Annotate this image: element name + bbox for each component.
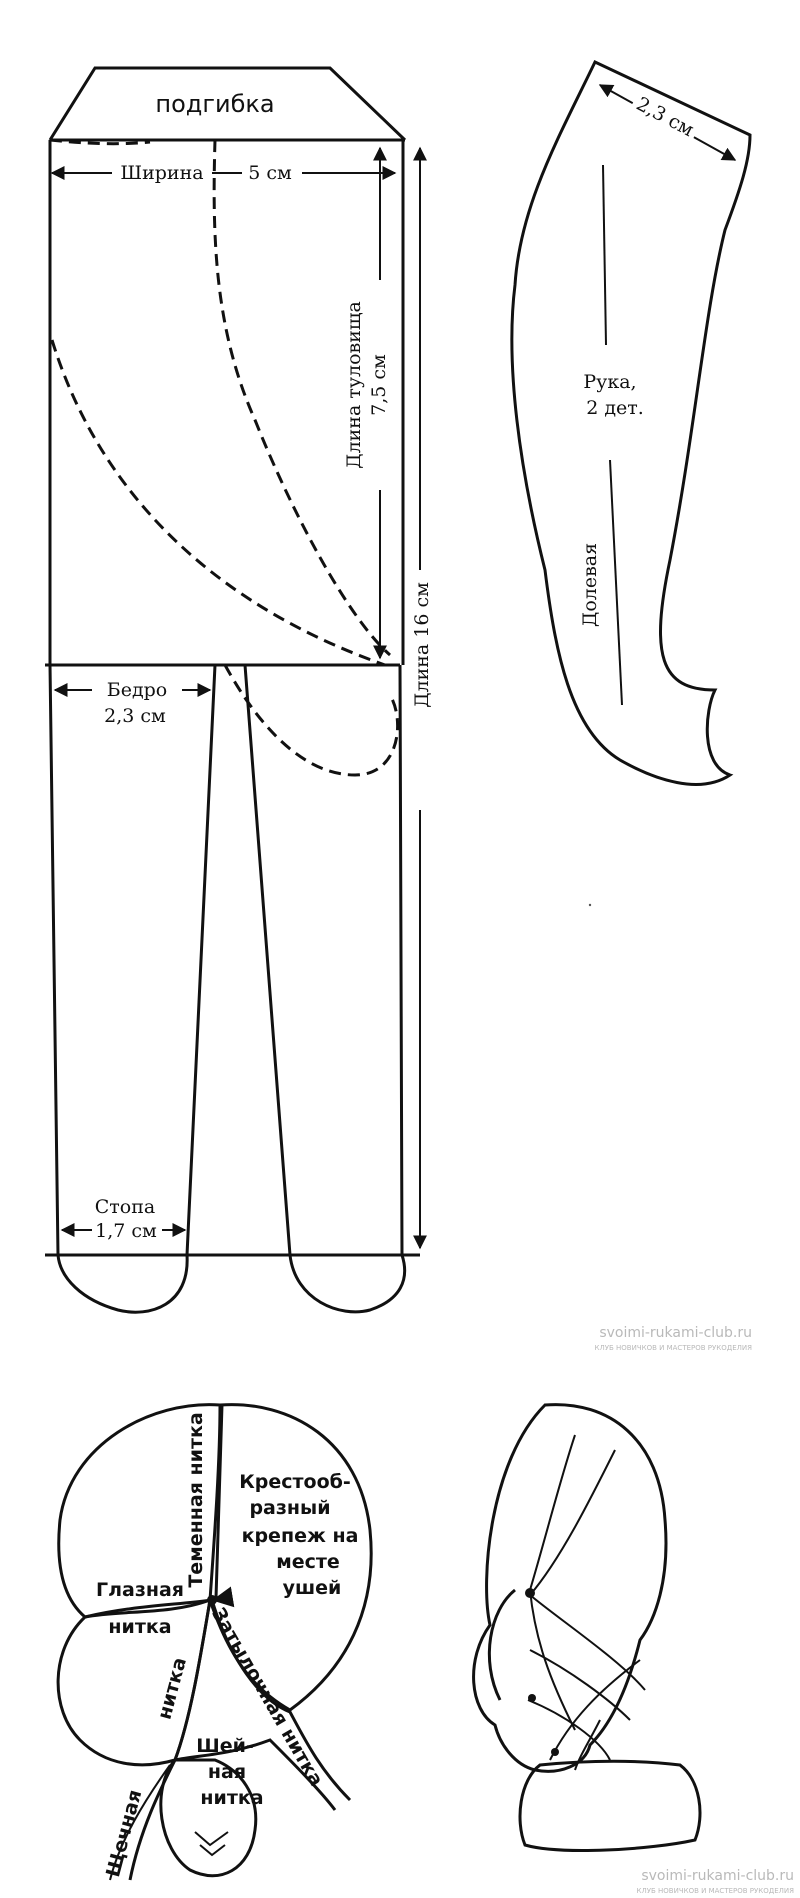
- watermark-tagline-bottom: КЛУБ НОВИЧКОВ И МАСТЕРОВ РУКОДЕЛИЯ: [637, 1887, 795, 1895]
- fold-label: подгибка: [155, 90, 274, 118]
- cross-fastener-label-3: крепеж на: [242, 1525, 359, 1547]
- neck-thread-label-3: нитка: [200, 1787, 263, 1809]
- right-leg: [243, 664, 407, 1314]
- dashed-back-curve: [50, 339, 386, 667]
- arm-pattern: 2,3 см Рука, 2 дет. Долевая: [510, 60, 752, 907]
- arm-outline: [510, 60, 752, 786]
- watermark-top: svoimi-rukami-club.ru КЛУБ НОВИЧКОВ И МА…: [595, 1325, 753, 1352]
- cross-fastener-label-1: Крестооб-: [239, 1471, 351, 1493]
- dashed-top-left: [49, 138, 151, 146]
- torso-length-label: Длина туловища: [343, 301, 365, 469]
- watermark-tagline: КЛУБ НОВИЧКОВ И МАСТЕРОВ РУКОДЕЛИЯ: [595, 1344, 753, 1352]
- cheek-thread-label: Щечная: [102, 1787, 146, 1879]
- head-thread-diagram: Теменная нитка Глазная нитка Крестооб- р…: [56, 1403, 373, 1881]
- crown-thread-label: Теменная нитка: [185, 1412, 207, 1587]
- neck-thread-label-2: ная: [208, 1761, 246, 1783]
- left-edge: [48, 140, 60, 1256]
- total-length-label: Длина 16 см: [411, 582, 433, 708]
- cross-fastener-label-5: ушей: [283, 1577, 342, 1599]
- watermark-site-bottom: svoimi-rukami-club.ru: [641, 1868, 794, 1884]
- arm-name: Рука,: [583, 371, 636, 393]
- dashed-buttock: [223, 664, 400, 777]
- fold-tab: [48, 66, 407, 142]
- dashed-center-line: [212, 139, 391, 657]
- crown-thread-line: [214, 1404, 224, 1599]
- foot-value: 1,7 см: [95, 1220, 157, 1242]
- foot-label: Стопа: [95, 1196, 155, 1218]
- thigh-value: 2,3 см: [104, 705, 166, 727]
- eye-thread-label-1: Глазная: [96, 1579, 184, 1601]
- body-pattern: подгибка Ширина 5 см Длина туловища 7,5 …: [45, 66, 435, 1314]
- left-leg: [56, 664, 217, 1314]
- neck-thread-label-1: Шей-: [196, 1735, 254, 1757]
- tied-head-base: [518, 1759, 702, 1852]
- arm-grain-label: Долевая: [579, 543, 601, 627]
- eye-thread-line: [84, 1598, 213, 1619]
- arm-count: 2 дет.: [586, 397, 644, 419]
- cheek-thread-line-2: [109, 1764, 171, 1881]
- tied-head-strings: [527, 1434, 646, 1771]
- tied-head-outline: [472, 1403, 668, 1773]
- tied-head-illustration: [472, 1403, 702, 1852]
- torso-length-value: 7,5 см: [368, 354, 390, 416]
- neck-thread-line: [174, 1738, 337, 1811]
- cheek-thread-label-2: нитка: [153, 1655, 191, 1722]
- width-value: 5 см: [248, 162, 292, 184]
- arm-grain-line-top: [602, 164, 607, 346]
- watermark-bottom: svoimi-rukami-club.ru КЛУБ НОВИЧКОВ И МА…: [637, 1868, 795, 1895]
- head-neck: [159, 1758, 258, 1878]
- tied-head-lobe: [487, 1588, 516, 1701]
- eye-thread-label-2: нитка: [108, 1616, 171, 1638]
- occipital-thread-line: [210, 1599, 352, 1802]
- chin-mark: [194, 1831, 229, 1857]
- cross-fastener-label-4: месте: [276, 1551, 340, 1573]
- arm-grain-line-bottom: [609, 459, 623, 706]
- width-label: Ширина: [120, 162, 203, 184]
- thigh-label: Бедро: [107, 679, 168, 701]
- arm-width-value: 2,3 см: [633, 93, 698, 141]
- cheek-thread-line: [128, 1599, 212, 1881]
- cross-fastener-label-2: разный: [249, 1497, 330, 1519]
- watermark-site: svoimi-rukami-club.ru: [599, 1325, 752, 1341]
